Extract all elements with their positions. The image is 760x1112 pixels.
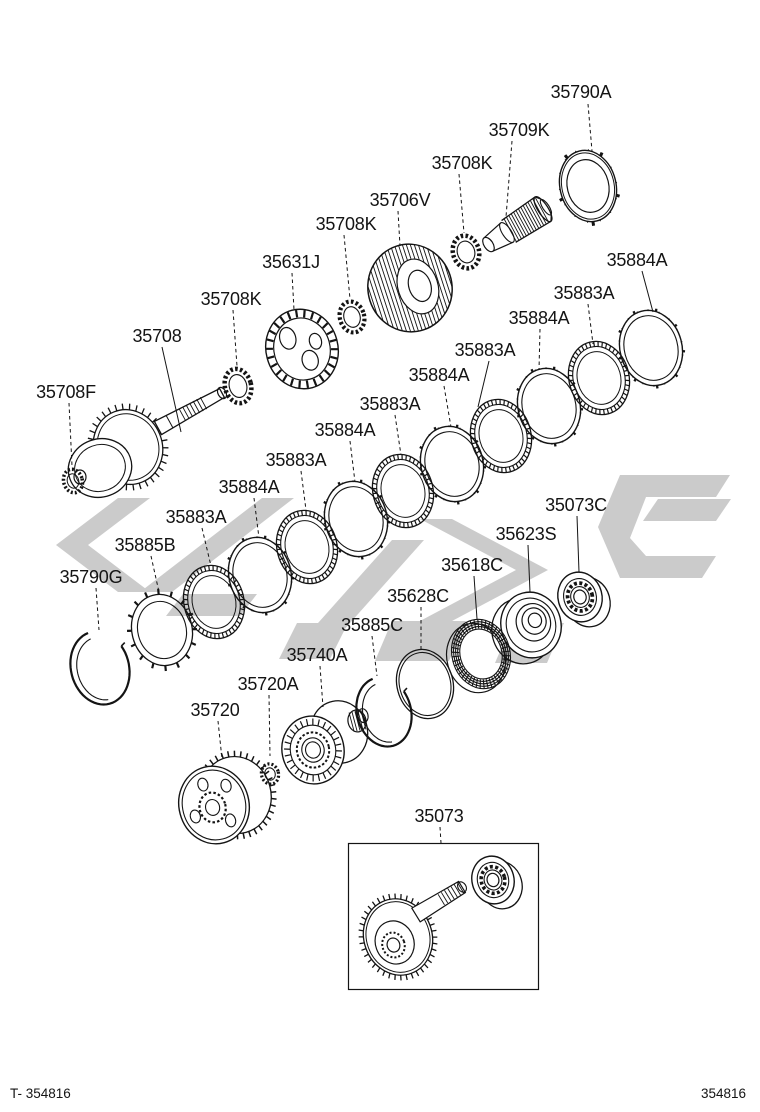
input-shaft-35709k (482, 196, 553, 253)
footer-figure-code: T- 354816 (10, 1086, 71, 1101)
part-label: 35708F (36, 382, 96, 402)
part-number-labels: 35790A35709K35708K35706V35708K35631J3570… (36, 82, 668, 826)
part-label: 35885B (115, 535, 176, 555)
part-label: 35720 (190, 700, 239, 720)
part-label: 35631J (262, 252, 320, 272)
part-label: 35708K (432, 153, 493, 173)
leader-lines (68, 103, 654, 844)
part-label: 35740A (287, 645, 348, 665)
disc-35883a-4 (275, 509, 339, 585)
bearing-35073c (557, 571, 611, 628)
brake-pack-35618c (445, 618, 511, 694)
watermark-shape (56, 498, 150, 592)
counter-driven-gear-35073 (358, 880, 467, 981)
part-label: 35883A (360, 394, 421, 414)
part-label: 35623S (496, 524, 557, 544)
part-label: 35883A (554, 283, 615, 303)
part-label: 35709K (489, 120, 550, 140)
clutch-drum-35706v (367, 243, 453, 333)
part-label: 35884A (607, 250, 668, 270)
part-label: 35708K (201, 289, 262, 309)
part-label: 35708 (132, 326, 181, 346)
watermark-shape (310, 540, 424, 632)
part-label: 35706V (370, 190, 431, 210)
disc-35883a-1 (567, 340, 631, 416)
part-label: 35884A (509, 308, 570, 328)
disc-35883a-2 (469, 398, 533, 474)
planetary-drum-35740a (281, 700, 369, 785)
inset-box-layer (347, 842, 540, 991)
lock-washer-35708k-c (222, 366, 254, 406)
disc-35883a-3 (371, 453, 435, 529)
watermark-shape (279, 623, 348, 659)
part-label: 35885C (341, 615, 403, 635)
washer-35720a (259, 762, 281, 786)
part-label: 35720A (238, 674, 299, 694)
part-label: 35628C (387, 586, 449, 606)
watermark-shape (643, 499, 731, 521)
retaining-plate-35790a (558, 149, 621, 226)
output-shaft-35708 (67, 386, 228, 499)
part-label: 35073C (545, 495, 607, 515)
part-label: 35884A (409, 365, 470, 385)
lock-washer-35708k-b (337, 299, 367, 335)
part-label: 35790A (551, 82, 612, 102)
washer-35708f (61, 467, 85, 495)
part-label: 35883A (166, 507, 227, 527)
part-label: 35073 (414, 806, 463, 826)
part-label: 35883A (266, 450, 327, 470)
lock-washer-35708k-a (450, 233, 482, 271)
bearing-35073-inset (471, 855, 523, 910)
part-label: 35884A (315, 420, 376, 440)
part-label: 35884A (219, 477, 280, 497)
parts-layer (61, 149, 686, 981)
part-label: 35618C (441, 555, 503, 575)
flange-35885b (127, 588, 197, 672)
ring-35628c (395, 648, 455, 720)
watermark-shape (420, 519, 548, 621)
part-label: 35790G (60, 567, 123, 587)
snap-ring-35790g (69, 632, 131, 706)
watermark-shape (598, 475, 730, 578)
footer-page-code: 354816 (701, 1086, 746, 1101)
clutch-hub-35631j (265, 308, 339, 390)
part-label: 35883A (455, 340, 516, 360)
drum-35623s (491, 591, 562, 665)
part-label: 35708K (316, 214, 377, 234)
planetary-gear-35720 (178, 750, 277, 845)
snap-ring-35885c (355, 677, 413, 748)
watermark-shape (140, 498, 294, 592)
watermark-shape (166, 594, 257, 616)
plate-35884a-2 (516, 366, 584, 447)
inset-box-35073 (347, 842, 540, 991)
